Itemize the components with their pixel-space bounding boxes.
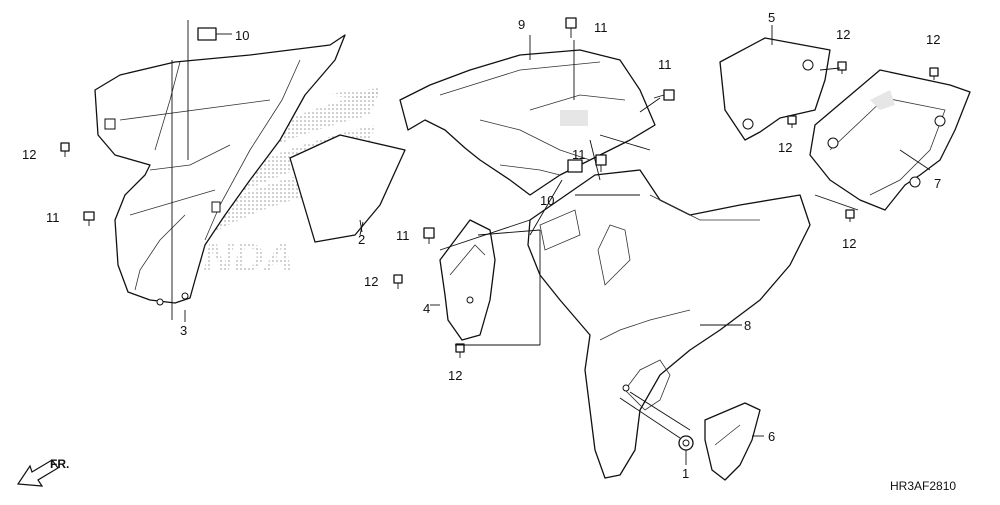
callout-11-top: 11 — [594, 20, 608, 35]
fasteners — [60, 17, 939, 358]
callout-7: 7 — [934, 176, 941, 191]
part-10-clip-top — [171, 20, 232, 320]
callout-12-left: 12 — [22, 147, 36, 162]
callout-2: 2 — [358, 232, 365, 247]
screw-12-plate-b — [787, 115, 797, 128]
screw-12-panel-top — [929, 67, 939, 80]
screw-12-bracket-left — [393, 274, 403, 289]
callout-6: 6 — [768, 429, 775, 444]
callout-12-panel-top: 12 — [926, 32, 940, 47]
screw-11-right — [653, 89, 675, 101]
clip-10-mid — [567, 159, 583, 173]
callout-11-right: 11 — [658, 57, 672, 72]
screw-12-plate-a — [837, 61, 847, 74]
part-7-side-panel — [809, 69, 971, 211]
part-4-bracket — [439, 219, 496, 341]
part-2-decal — [289, 134, 406, 243]
arrow-left-icon — [16, 459, 59, 487]
screw-11-mid — [595, 154, 607, 172]
part-1-nut — [678, 435, 694, 451]
callout-11-bracket: 11 — [396, 228, 410, 243]
front-direction-indicator: FR. — [16, 457, 69, 487]
callout-12-bracket: 12 — [364, 274, 378, 289]
callout-8: 8 — [744, 318, 751, 333]
callout-1: 1 — [682, 466, 689, 481]
leader-lines — [184, 25, 931, 465]
screw-12-left — [60, 142, 70, 157]
part-6-small-cover — [704, 402, 761, 481]
callout-4: 4 — [423, 301, 430, 316]
screw-11-bracket — [423, 227, 435, 244]
callout-10-mid: 10 — [540, 193, 554, 208]
figure-code: HR3AF2810 — [890, 479, 956, 493]
callout-12-panel-bottom: 12 — [842, 236, 856, 251]
screw-11-top — [565, 17, 577, 38]
part-8-main-side-cover — [527, 169, 811, 479]
callout-labels: 10 12 11 3 2 9 11 11 11 10 11 12 4 12 5 … — [22, 10, 941, 481]
screw-11-left — [83, 211, 95, 226]
callout-12-plate-b: 12 — [778, 140, 792, 155]
callout-9: 9 — [518, 17, 525, 32]
callout-11-mid: 11 — [572, 147, 586, 162]
callout-3: 3 — [180, 323, 187, 338]
part-9-upper-cover — [399, 49, 656, 196]
screw-12-bracket-bottom — [455, 343, 465, 358]
callout-11-left: 11 — [46, 210, 60, 225]
part-5-plate — [719, 37, 831, 141]
front-label: FR. — [50, 457, 69, 471]
callout-12-plate-a: 12 — [836, 27, 850, 42]
callout-10-top: 10 — [235, 28, 249, 43]
screw-12-panel-bottom — [845, 209, 855, 222]
part-3-left-side-cover — [94, 34, 346, 306]
callout-12-bottom: 12 — [448, 368, 462, 383]
callout-5: 5 — [768, 10, 775, 25]
